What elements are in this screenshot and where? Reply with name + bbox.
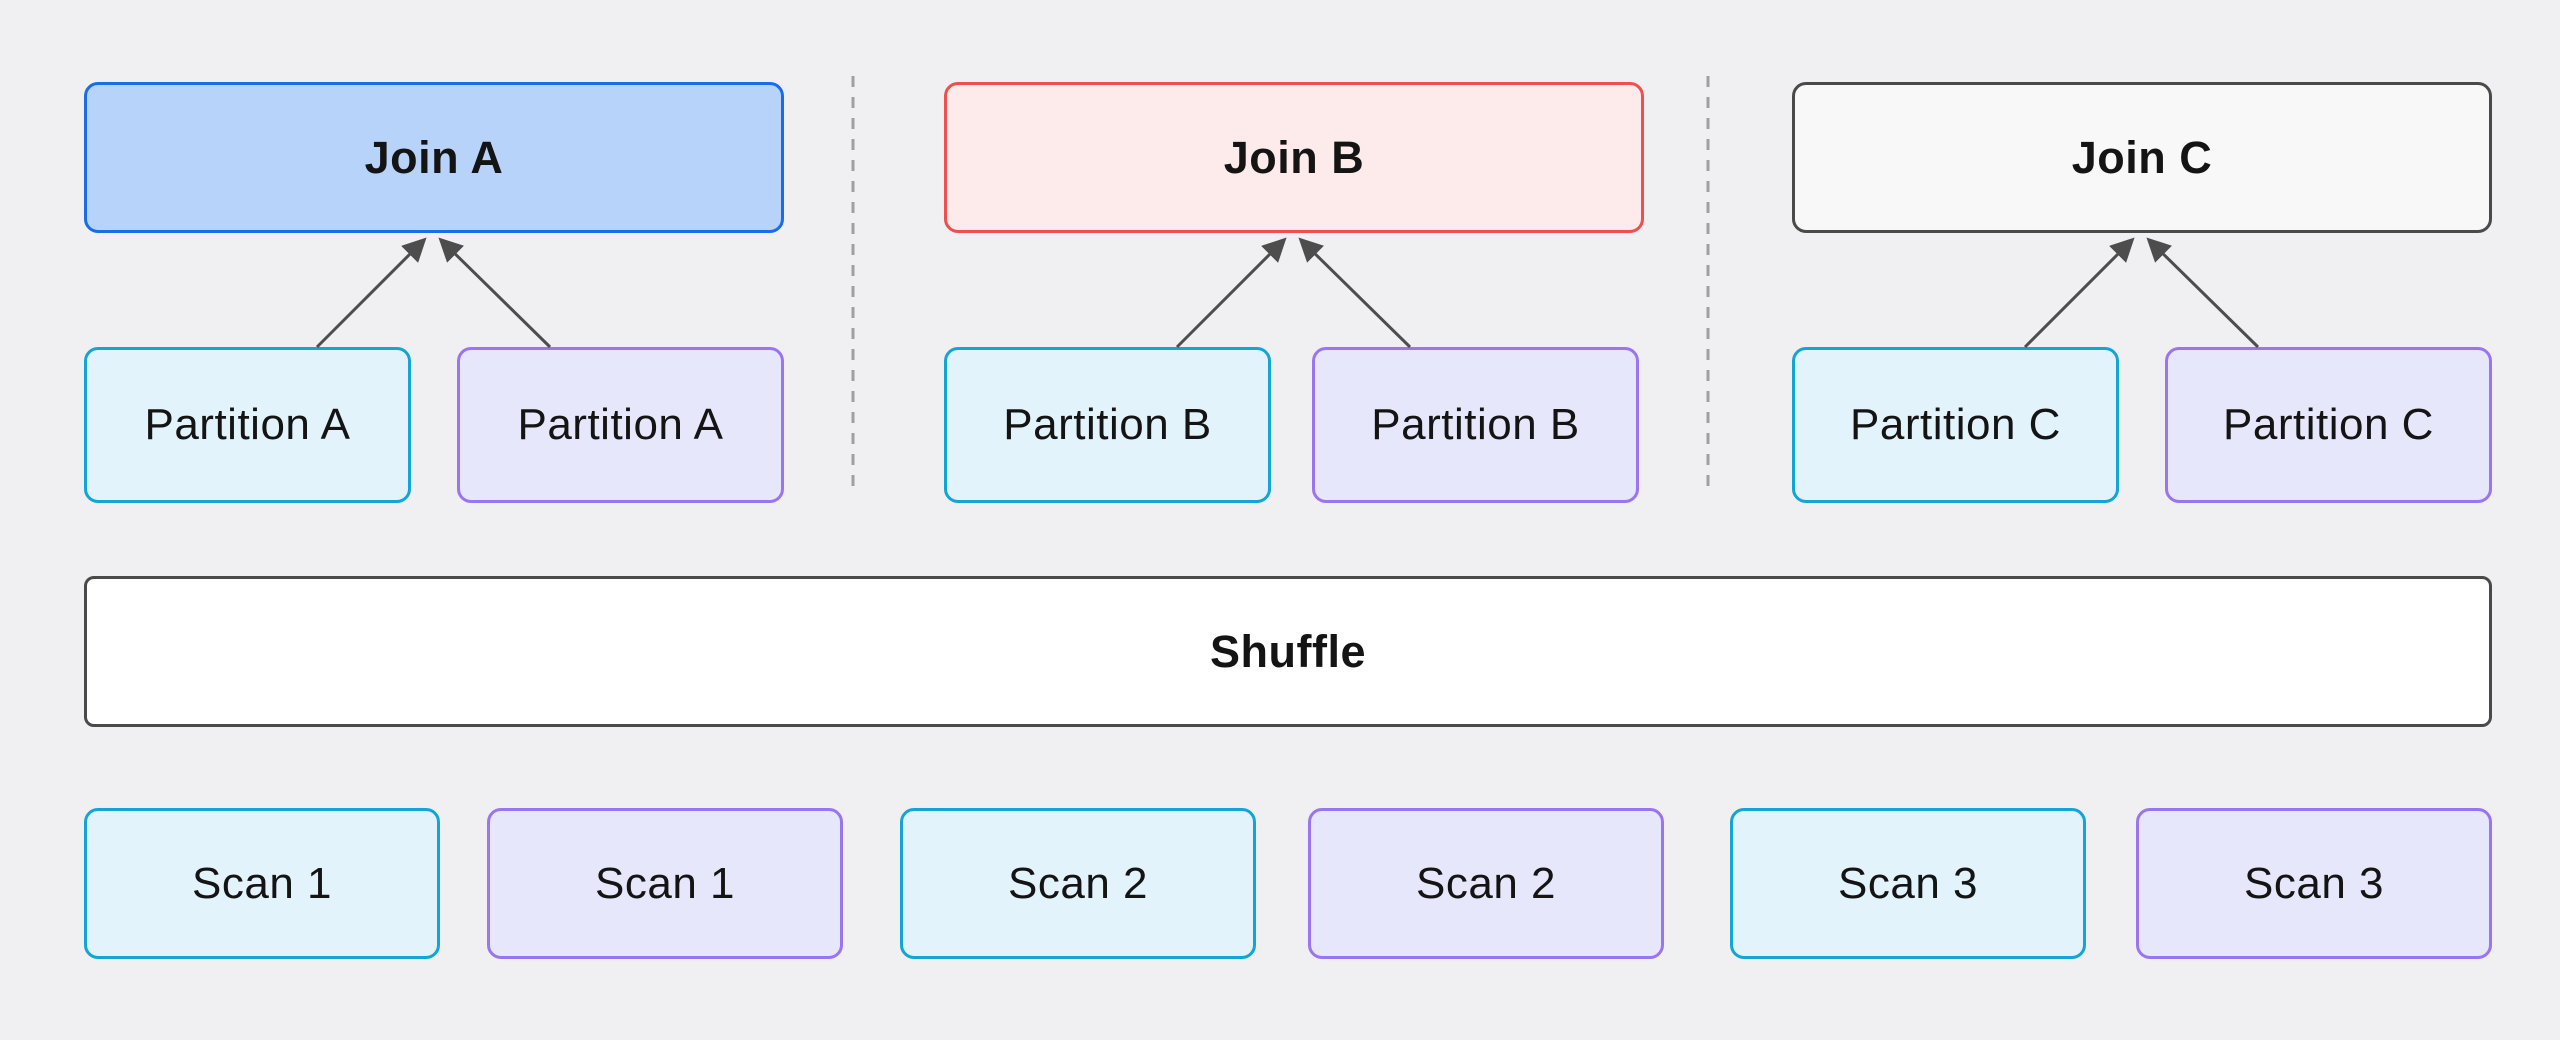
join-a-node: Join A xyxy=(84,82,784,233)
partition-c2-node: Partition C xyxy=(2165,347,2492,503)
arrow-partition-c2-to-join-c xyxy=(2146,237,2260,349)
partition-b2-node: Partition B xyxy=(1312,347,1639,503)
scan-2b-node: Scan 2 xyxy=(1308,808,1664,959)
arrow-partition-a2-to-join-a xyxy=(438,237,552,349)
shuffle-node: Shuffle xyxy=(84,576,2492,727)
scan-3b-node: Scan 3 xyxy=(2136,808,2492,959)
partition-c1-node: Partition C xyxy=(1792,347,2119,503)
join-b-node: Join B xyxy=(944,82,1644,233)
arrow-partition-b1-to-join-b xyxy=(1175,237,1287,349)
partition-a1-node: Partition A xyxy=(84,347,411,503)
arrow-partition-a1-to-join-a xyxy=(315,237,427,349)
arrow-partition-c1-to-join-c xyxy=(2023,237,2135,349)
arrow-partition-b2-to-join-b xyxy=(1298,237,1412,349)
partition-a2-node: Partition A xyxy=(457,347,784,503)
scan-1a-node: Scan 1 xyxy=(84,808,440,959)
scan-1b-node: Scan 1 xyxy=(487,808,843,959)
scan-2a-node: Scan 2 xyxy=(900,808,1256,959)
partition-b1-node: Partition B xyxy=(944,347,1271,503)
scan-3a-node: Scan 3 xyxy=(1730,808,2086,959)
join-c-node: Join C xyxy=(1792,82,2492,233)
